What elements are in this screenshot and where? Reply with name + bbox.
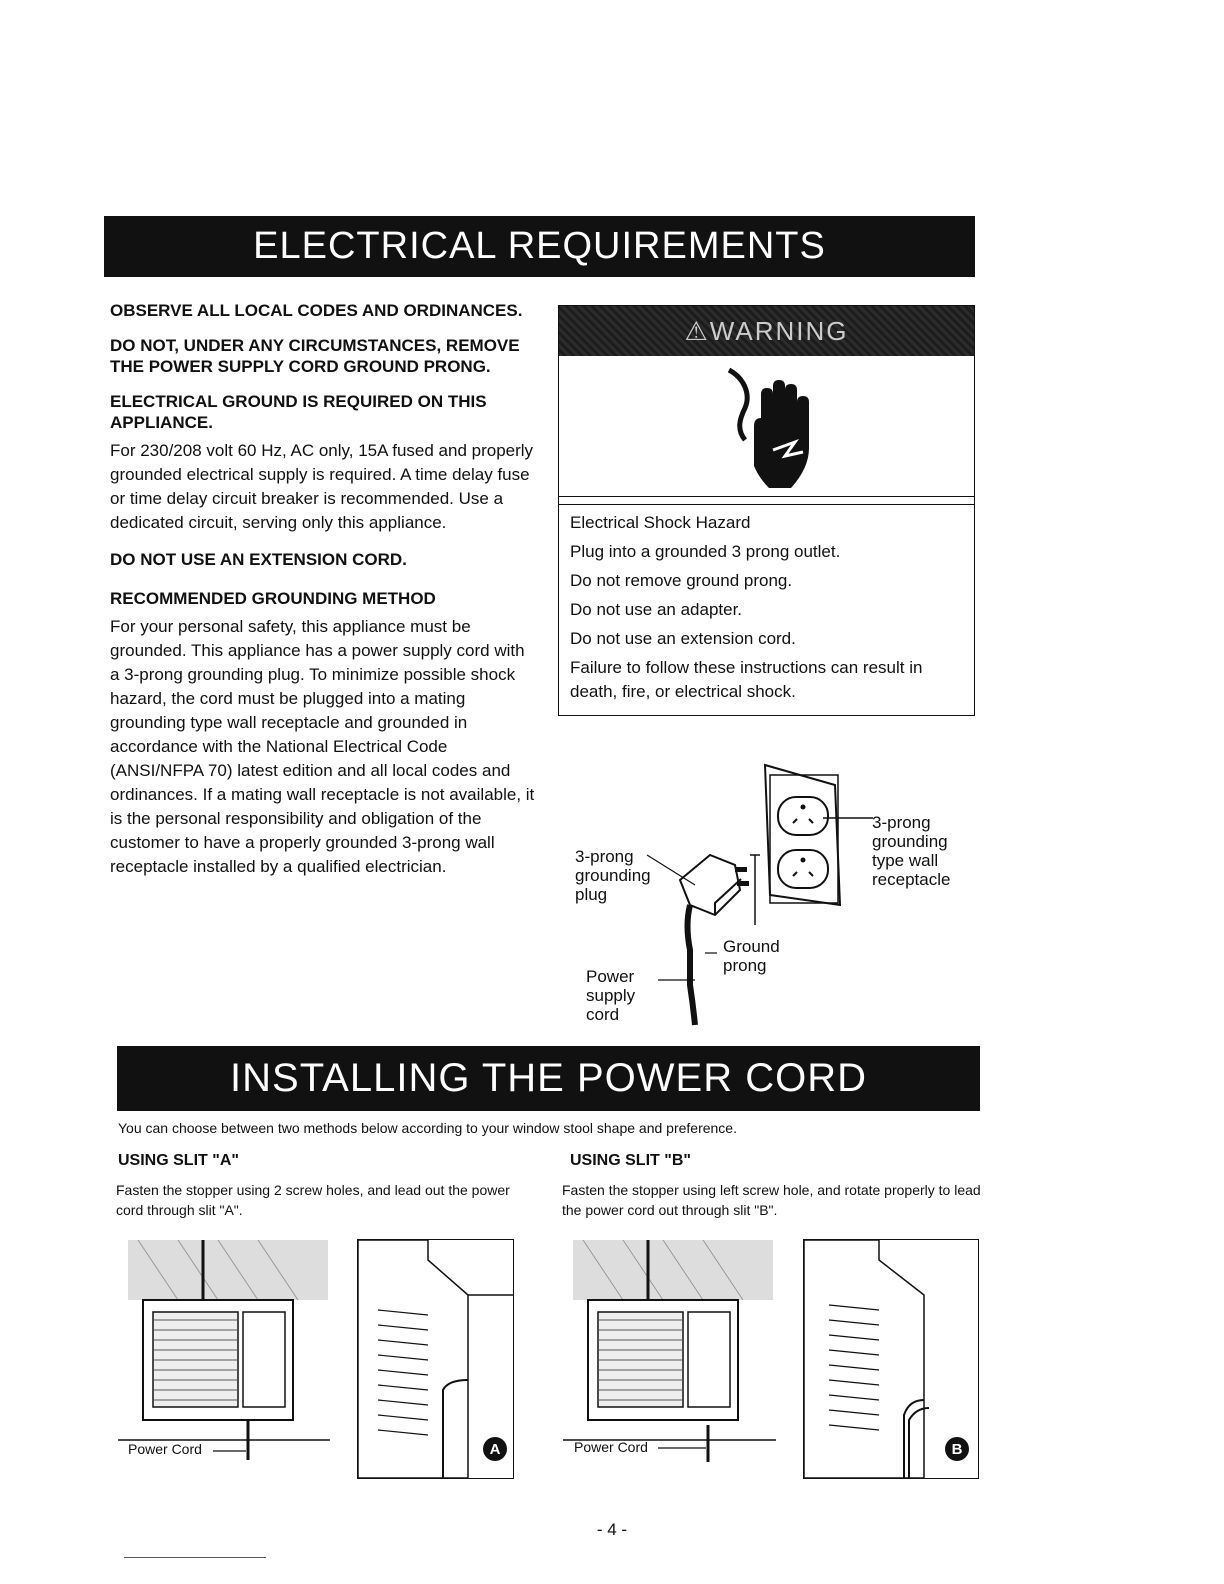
window-unit-illustration-b xyxy=(563,1240,776,1478)
grounding-plug-diagram: 3-prong grounding plug 3-prong grounding… xyxy=(565,755,985,1035)
warning-line: Do not remove ground prong. xyxy=(570,571,793,590)
footer-rule xyxy=(124,1557,266,1558)
text-slit-b: Fasten the stopper using left screw hole… xyxy=(562,1182,981,1218)
heading-grounding-method: RECOMMENDED GROUNDING METHOD xyxy=(110,589,436,608)
warning-line: Failure to follow these instructions can… xyxy=(570,658,923,701)
page-number: - 4 - xyxy=(596,1520,628,1539)
warning-divider-inner xyxy=(559,504,974,505)
warning-line: Do not use an extension cord. xyxy=(570,629,796,648)
slit-a-closeup-illustration xyxy=(357,1239,514,1479)
power-cord-label-b: Power Cord xyxy=(574,1439,648,1455)
warning-box: ⚠WARNING Electrical Shock Hazard Plug in… xyxy=(558,305,975,716)
warning-line: Electrical Shock Hazard xyxy=(570,513,751,532)
plug-receptacle-illustration xyxy=(646,763,873,1026)
section-title-installing-power-cord: INSTALLING THE POWER CORD xyxy=(117,1046,980,1111)
plug-label: 3-prong grounding plug xyxy=(575,847,651,904)
heading-ground-prong: DO NOT, UNDER ANY CIRCUMSTANCES, REMOVE … xyxy=(110,336,520,376)
heading-codes: OBSERVE ALL LOCAL CODES AND ORDINANCES. xyxy=(110,301,523,320)
para-supply: For 230/208 volt 60 Hz, AC only, 15A fus… xyxy=(110,441,534,532)
para-grounding-method: For your personal safety, this appliance… xyxy=(110,617,535,876)
power-cord-label-a: Power Cord xyxy=(128,1441,202,1457)
warning-line: Plug into a grounded 3 prong outlet. xyxy=(570,542,841,561)
text-slit-a: Fasten the stopper using 2 screw holes, … xyxy=(116,1182,510,1218)
slit-b-badge: B xyxy=(945,1437,969,1461)
warning-header: ⚠WARNING xyxy=(559,306,974,356)
heading-slit-b: USING SLIT "B" xyxy=(570,1152,691,1169)
receptacle-label: 3-prong grounding type wall receptacle xyxy=(872,813,951,889)
ground-prong-label: Ground prong xyxy=(723,937,780,975)
section-title-electrical-requirements: ELECTRICAL REQUIREMENTS xyxy=(104,216,975,277)
heading-slit-a: USING SLIT "A" xyxy=(118,1152,239,1169)
warning-divider xyxy=(559,496,974,497)
slit-a-badge: A xyxy=(483,1437,507,1461)
window-unit-illustration-a xyxy=(118,1240,330,1478)
power-supply-cord-label: Power supply cord xyxy=(586,967,636,1024)
heading-ground-required: ELECTRICAL GROUND IS REQUIRED ON THIS AP… xyxy=(110,392,487,432)
warning-text: Electrical Shock Hazard Plug into a grou… xyxy=(570,511,965,709)
electrical-requirements-text: OBSERVE ALL LOCAL CODES AND ORDINANCES. … xyxy=(110,300,535,893)
heading-extension-cord: DO NOT USE AN EXTENSION CORD. xyxy=(110,550,407,569)
installation-intro: You can choose between two methods below… xyxy=(118,1120,737,1136)
warning-line: Do not use an adapter. xyxy=(570,600,743,619)
shock-hazard-icon xyxy=(559,356,974,496)
